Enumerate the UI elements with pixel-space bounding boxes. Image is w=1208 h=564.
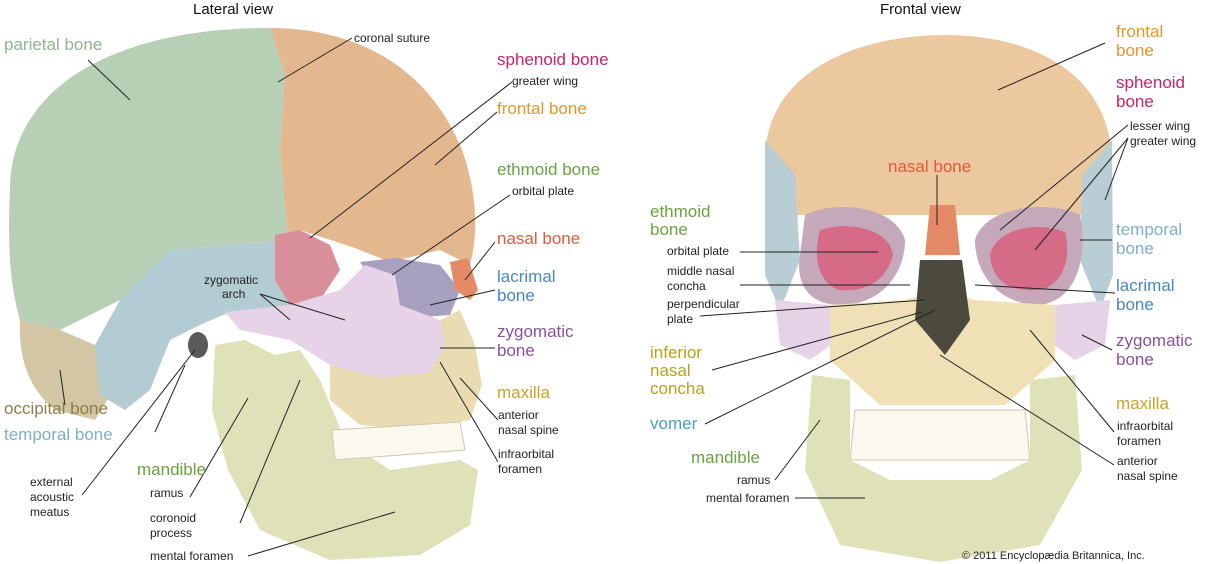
- label-zygomatic-arch-1: zygomatic: [204, 273, 259, 287]
- label-front-ethmoid-bone-1: ethmoid: [650, 202, 711, 221]
- label-infraorbital-foramen-1: infraorbital: [498, 447, 555, 461]
- label-nasal-bone: nasal bone: [497, 229, 581, 248]
- ear-opening: [188, 332, 208, 358]
- label-front-nasal-bone: nasal bone: [888, 157, 972, 176]
- label-external-acoustic-meatus-2: acoustic: [30, 490, 75, 504]
- label-zygomatic-bone-1: zygomatic: [497, 322, 574, 341]
- label-infraorbital-foramen-2: foramen: [498, 462, 543, 476]
- label-front-lacrimal-bone-1: lacrimal: [1116, 276, 1175, 295]
- label-parietal-bone: parietal bone: [4, 35, 103, 54]
- frontal-skull: [765, 35, 1113, 562]
- label-perpendicular-plate-2: plate: [667, 312, 694, 326]
- label-ramus: ramus: [150, 486, 184, 500]
- front-orbit-left-inner: [816, 226, 893, 291]
- frontal-region: [270, 28, 476, 265]
- occipital-region: [19, 320, 110, 420]
- front-frontal-region: [765, 35, 1112, 215]
- label-front-infraorbital-foramen-2: foramen: [1117, 434, 1162, 448]
- label-front-temporal-bone-2: bone: [1116, 239, 1154, 258]
- label-coronoid-process-2: process: [150, 526, 193, 540]
- frontal-view-title: Frontal view: [880, 1, 961, 18]
- label-anterior-nasal-spine-2: nasal spine: [498, 423, 559, 437]
- label-front-infraorbital-foramen-1: infraorbital: [1117, 419, 1174, 433]
- label-sphenoid-bone: sphenoid bone: [497, 50, 609, 69]
- nasal-region: [450, 258, 478, 300]
- label-frontal-bone: frontal bone: [497, 99, 587, 118]
- label-lacrimal-bone-2: bone: [497, 286, 535, 305]
- label-front-orbital-plate: orbital plate: [667, 244, 730, 258]
- label-zygomatic-arch-2: arch: [222, 287, 246, 301]
- front-temporal-right: [1080, 140, 1113, 310]
- label-anterior-nasal-spine-1: anterior: [498, 408, 539, 422]
- label-inferior-nasal-concha-2: nasal: [650, 361, 691, 380]
- front-zygomatic-left: [775, 300, 845, 360]
- label-vomer: vomer: [650, 414, 698, 433]
- label-front-frontal-bone-1: frontal: [1116, 22, 1164, 41]
- sphenoid-region: [275, 230, 340, 305]
- parietal-region: [9, 28, 289, 330]
- label-front-ramus: ramus: [737, 473, 771, 487]
- label-ethmoid-bone: ethmoid bone: [497, 160, 601, 179]
- front-nasal-region: [925, 205, 960, 255]
- front-temporal-left: [765, 140, 800, 310]
- label-front-mandible: mandible: [691, 448, 760, 467]
- label-lacrimal-bone-1: lacrimal: [497, 267, 556, 286]
- label-coronoid-process-1: coronoid: [150, 511, 197, 525]
- copyright-notice: © 2011 Encyclopædia Britannica, Inc.: [962, 550, 1145, 562]
- lateral-skull: [9, 28, 482, 560]
- label-front-greater-wing: greater wing: [1130, 134, 1197, 148]
- label-lesser-wing: lesser wing: [1130, 119, 1191, 133]
- label-maxilla: maxilla: [497, 383, 550, 402]
- label-front-anterior-nasal-spine-1: anterior: [1117, 454, 1158, 468]
- label-front-zygomatic-bone-2: bone: [1116, 350, 1154, 369]
- front-orbit-right-inner: [990, 226, 1068, 291]
- label-front-lacrimal-bone-2: bone: [1116, 295, 1154, 314]
- label-front-sphenoid-bone-2: bone: [1116, 92, 1154, 111]
- label-middle-nasal-concha-2: concha: [667, 279, 706, 293]
- label-front-zygomatic-bone-1: zygomatic: [1116, 331, 1193, 350]
- lateral-view-title: Lateral view: [193, 1, 274, 18]
- front-mandible-region: [805, 375, 1082, 562]
- label-zygomatic-bone-2: bone: [497, 341, 535, 360]
- label-front-sphenoid-bone-1: sphenoid: [1116, 73, 1186, 92]
- teeth: [331, 421, 466, 461]
- label-front-temporal-bone-1: temporal: [1116, 220, 1183, 239]
- front-nasal-cavity: [915, 260, 970, 355]
- label-greater-wing: greater wing: [512, 74, 579, 88]
- leader-lines: [59, 37, 1129, 557]
- temporal-region: [95, 240, 300, 410]
- label-temporal-bone: temporal bone: [4, 425, 113, 444]
- label-external-acoustic-meatus-1: external: [30, 475, 73, 489]
- label-inferior-nasal-concha-1: inferior: [650, 343, 702, 362]
- zygomatic-region: [225, 265, 445, 378]
- front-zygomatic-right: [1040, 300, 1110, 360]
- maxilla-region: [330, 310, 482, 430]
- label-external-acoustic-meatus-3: meatus: [30, 505, 70, 519]
- label-front-frontal-bone-2: bone: [1116, 41, 1154, 60]
- label-front-mental-foramen: mental foramen: [706, 491, 790, 505]
- front-teeth: [849, 409, 1031, 461]
- label-front-maxilla: maxilla: [1116, 394, 1169, 413]
- label-front-anterior-nasal-spine-2: nasal spine: [1117, 469, 1178, 483]
- label-orbital-plate: orbital plate: [512, 184, 575, 198]
- label-occipital-bone: occipital bone: [4, 399, 108, 418]
- label-coronal-suture: coronal suture: [354, 31, 431, 45]
- label-mental-foramen: mental foramen: [150, 549, 234, 563]
- label-middle-nasal-concha-1: middle nasal: [667, 264, 735, 278]
- label-mandible: mandible: [137, 460, 206, 479]
- label-inferior-nasal-concha-3: concha: [650, 379, 705, 398]
- label-perpendicular-plate-1: perpendicular: [667, 297, 740, 311]
- label-front-ethmoid-bone-2: bone: [650, 220, 688, 239]
